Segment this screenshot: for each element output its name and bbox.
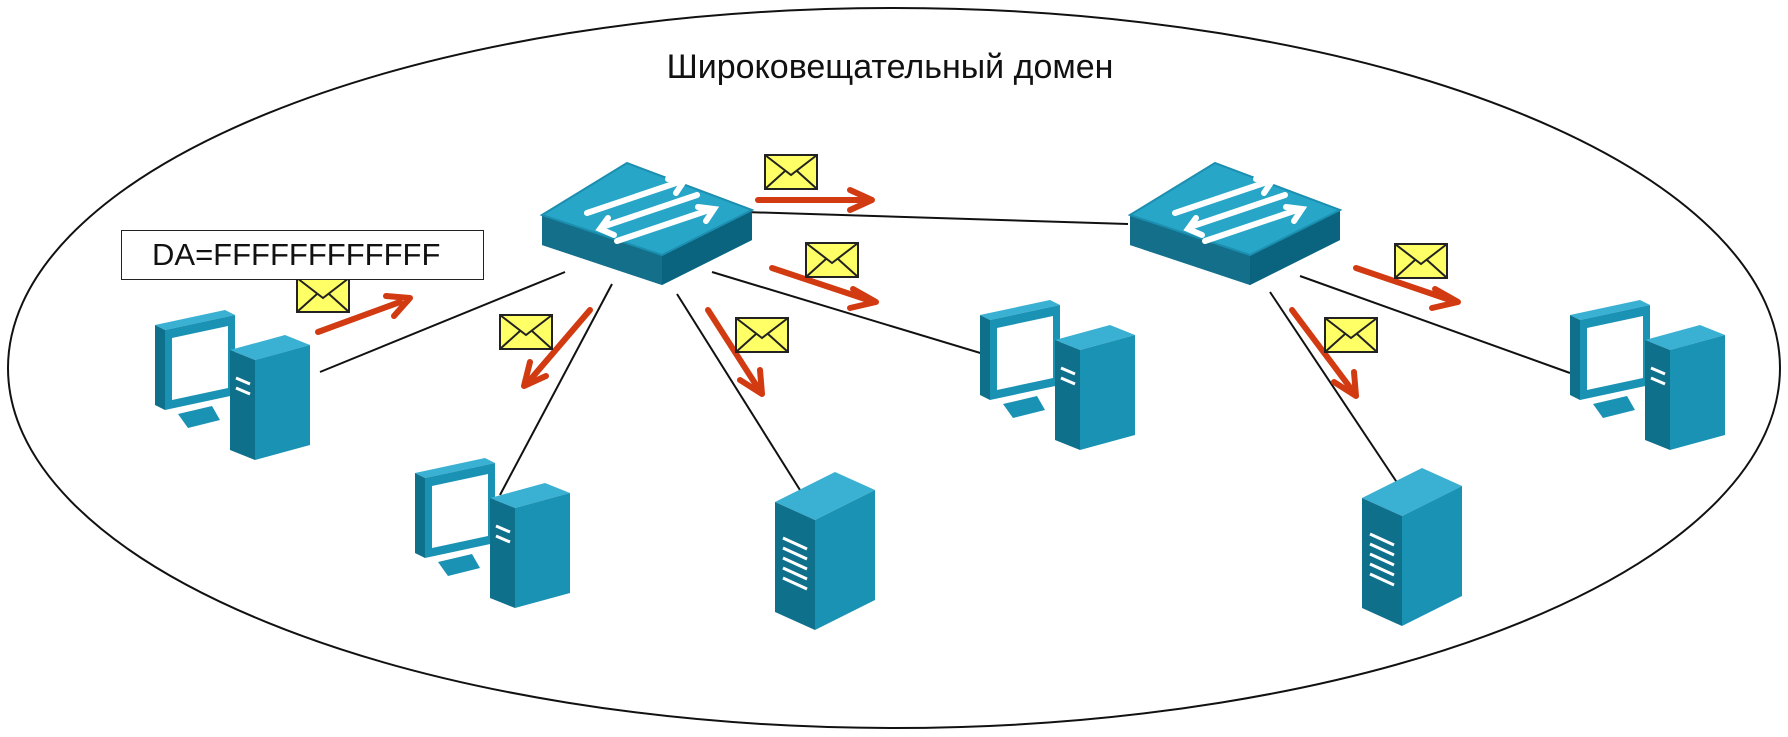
network-links	[319, 211, 1571, 496]
arrow-switch2-to-ws4	[1353, 265, 1453, 303]
server-1-icon	[773, 470, 877, 632]
arrow-source-to-switch1	[315, 299, 403, 335]
frame-envelope-icon	[296, 277, 350, 313]
broadcast-domain-boundary	[7, 7, 1781, 729]
frame-arrows	[315, 187, 1461, 399]
frame-envelope-icon	[805, 242, 859, 278]
frame-envelope-icon	[1324, 317, 1378, 353]
switch-2-icon	[1130, 163, 1340, 285]
frame-envelope-icon	[499, 314, 553, 350]
arrow-switch1-to-ws2	[527, 307, 593, 383]
frame-envelope-icon	[1394, 243, 1448, 279]
frame-envelope-icon	[764, 154, 818, 190]
destination-address-label: DA=FFFFFFFFFFFF	[121, 230, 484, 280]
frame-envelope-icon	[735, 317, 789, 353]
arrow-switch2-to-server2	[1289, 307, 1355, 393]
switch-1-icon	[542, 163, 752, 285]
workstation-source-icon	[153, 308, 312, 462]
arrow-switch1-to-ws3	[769, 265, 871, 303]
arrow-switch1-to-server1	[705, 307, 761, 391]
workstation-3-icon	[978, 298, 1137, 452]
workstation-2-icon	[413, 456, 572, 610]
workstation-4-icon	[1568, 298, 1727, 452]
server-2-icon	[1360, 466, 1464, 628]
diagram-title: Широковещательный домен	[666, 48, 1114, 86]
